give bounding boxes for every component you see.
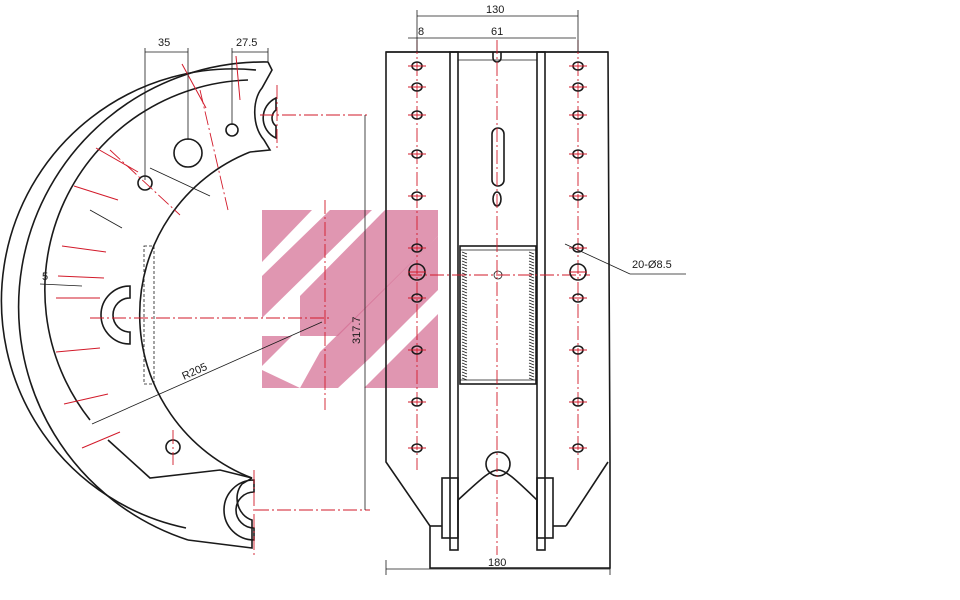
dim-8: 8 (418, 26, 424, 38)
dim-27-5: 27.5 (236, 37, 257, 49)
dim-20-holes: 20-Ø8.5 (632, 259, 672, 271)
dim-5: 5 (42, 271, 48, 283)
dim-35: 35 (158, 37, 170, 49)
dim-61: 61 (491, 26, 503, 38)
dim-317-7: 317.7 (351, 316, 363, 344)
brake-shoe-side-view (0, 48, 370, 555)
dim-r205: R205 (180, 361, 209, 383)
pivot-hole (173, 138, 203, 168)
watermark-logo (262, 210, 438, 388)
dim-130: 130 (486, 4, 504, 16)
brake-shoe-front-view (385, 10, 686, 575)
dim-180: 180 (488, 557, 506, 569)
